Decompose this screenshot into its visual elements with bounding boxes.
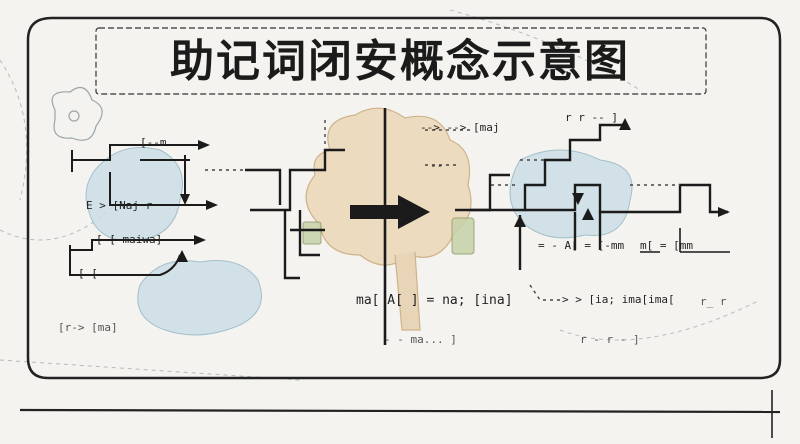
label-arrow-top: --> --> [maj bbox=[420, 121, 500, 134]
label-center-eq: ma[ A[ ] = na; [ina] bbox=[356, 293, 513, 308]
flower-sketch bbox=[51, 86, 103, 141]
label-r-mask: [ [-maiwa] bbox=[96, 233, 163, 246]
label-bottom-mid: r - r - ] bbox=[580, 333, 640, 346]
label-mid-top: -- bbox=[430, 159, 444, 172]
left-waveforms bbox=[69, 144, 210, 276]
center-steps bbox=[245, 148, 345, 280]
main-arrow bbox=[350, 195, 430, 229]
center-dotted bbox=[205, 120, 326, 171]
title-box bbox=[95, 27, 707, 95]
right-dotted bbox=[425, 129, 680, 301]
label-upper-m: [--m bbox=[140, 136, 167, 149]
label-right-eq: > > [ia; ima[ima[ bbox=[562, 293, 675, 306]
bottom-right-underlines bbox=[640, 228, 730, 253]
blue-blob-left bbox=[85, 147, 262, 336]
label-e-set: E > [Naj r bbox=[86, 199, 153, 212]
left-arrowheads bbox=[176, 140, 218, 262]
blue-blob-right bbox=[509, 149, 633, 239]
label-dots-low: - - ma... ] bbox=[384, 333, 457, 346]
right-arrowheads bbox=[514, 118, 730, 227]
label-bottom-left: [r-> [ma] bbox=[58, 321, 118, 334]
label-bracket-low: [ [ bbox=[78, 267, 98, 280]
main-frame bbox=[26, 16, 782, 380]
green-blob bbox=[302, 217, 475, 255]
label-r-top: r r -- ] bbox=[565, 111, 618, 124]
label-right-tail: r_ r bbox=[700, 295, 727, 308]
page-title: 助记词闭安概念示意图 bbox=[170, 36, 630, 87]
bottom-rule bbox=[19, 408, 781, 414]
label-a-eq: = - A[ = [-mm bbox=[538, 239, 625, 252]
label-m-eq: m[ = [mm bbox=[640, 239, 693, 252]
